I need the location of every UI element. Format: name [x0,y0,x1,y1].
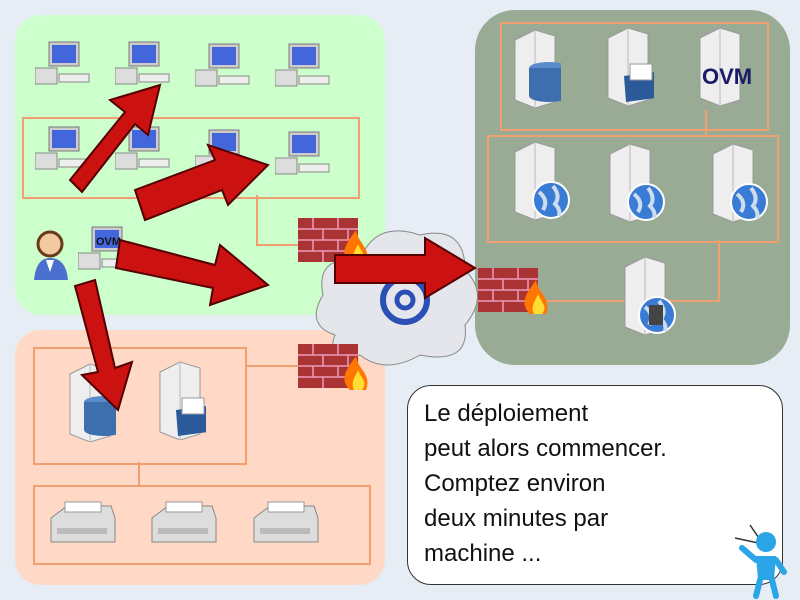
arrow-icon [114,238,271,307]
link [245,365,305,367]
ovm-server-logo: OVM [699,27,752,106]
link [256,244,306,246]
arrow-icon [133,143,270,222]
link [256,195,258,245]
message-text: Le déploiement peut alors commencer. Com… [424,400,667,567]
web-server-group-box [487,135,779,243]
arrow-icon [334,236,477,300]
arrow-icon [68,83,162,194]
link [705,110,707,136]
link [138,462,140,486]
svg-text:OVM: OVM [702,64,752,89]
ovm-workstation-icon: OVM [78,226,133,270]
db-server-group-box [500,22,769,131]
gateway-server-icon [624,256,677,335]
admin-user-icon [34,230,68,280]
speech-bubble: Le déploiement peut alors commencer. Com… [407,385,783,585]
printer-group-box [33,485,371,565]
mascot-icon [739,532,787,599]
file-server-icon [607,27,654,106]
svg-text:OVM: OVM [96,236,121,248]
link [718,240,720,302]
arrow-icon [73,278,134,412]
database-server-icon [514,29,561,108]
file-server-icon [159,361,206,440]
storage-group-box [33,347,247,465]
